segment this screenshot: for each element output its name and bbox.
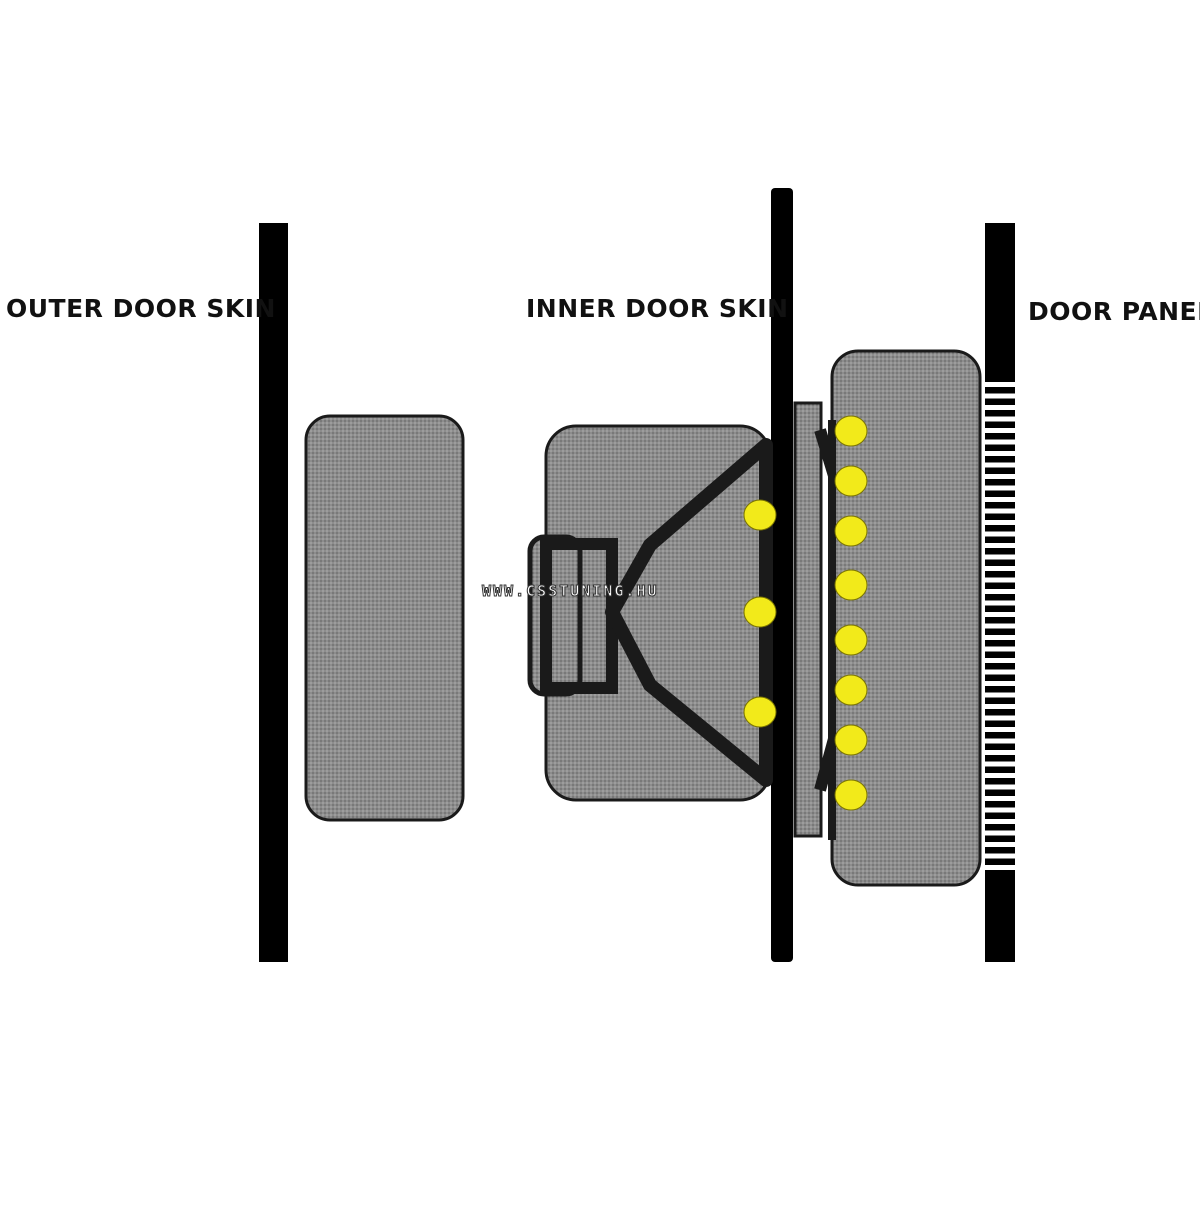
perforation-slot — [985, 738, 1015, 744]
perforation-slot — [985, 531, 1015, 537]
perforation-slot — [985, 635, 1015, 640]
fastener-dot — [834, 569, 868, 601]
fastener-dot — [834, 624, 868, 656]
fasteners — [743, 415, 868, 811]
perforation-slot — [985, 669, 1015, 675]
fastener-dot — [834, 465, 868, 497]
perforation-slot — [985, 393, 1015, 399]
perforation-slot — [985, 543, 1015, 548]
perforation-slot — [985, 750, 1015, 755]
perforation-slot — [985, 428, 1015, 433]
outer-door-skin-label: OUTER DOOR SKIN — [6, 294, 276, 323]
fastener-dot — [834, 779, 868, 811]
perforation-slot — [985, 681, 1015, 686]
watermark-text: WWW.CSSTUNING.HU — [482, 582, 659, 601]
fastener-dot — [834, 515, 868, 547]
fastener-dot — [834, 415, 868, 447]
perforation-slot — [985, 508, 1015, 514]
door-panel-perforations — [985, 382, 1015, 870]
fastener-dot — [743, 696, 777, 728]
perforation-slot — [985, 416, 1015, 422]
speaker-magnet — [527, 534, 583, 697]
perforation-slot — [985, 692, 1015, 698]
perforation-slot — [985, 784, 1015, 790]
perforation-slot — [985, 497, 1015, 502]
perforation-slot — [985, 807, 1015, 813]
perforation-slot — [985, 474, 1015, 479]
perforation-slot — [985, 554, 1015, 560]
perforation-slot — [985, 704, 1015, 709]
perforation-slot — [985, 405, 1015, 410]
perforation-slot — [985, 796, 1015, 801]
outer-foam-block — [304, 414, 465, 822]
outer-door-skin-wall — [259, 223, 288, 962]
mounting-ring — [793, 401, 823, 838]
perforation-slot — [985, 646, 1015, 652]
inner-door-skin-wall — [771, 188, 793, 962]
perforation-slot — [985, 451, 1015, 456]
perforation-slot — [985, 658, 1015, 663]
perforation-slot — [985, 439, 1015, 445]
perforation-slot — [985, 715, 1015, 721]
perforation-slot — [985, 577, 1015, 583]
perforation-slot — [985, 520, 1015, 525]
perforation-slot — [985, 589, 1015, 594]
perforation-slot — [985, 865, 1015, 870]
fastener-dot — [743, 499, 777, 531]
perforation-slot — [985, 761, 1015, 767]
perforation-slot — [985, 853, 1015, 859]
perforation-slot — [985, 462, 1015, 468]
perforation-slot — [985, 485, 1015, 491]
fastener-dot — [834, 724, 868, 756]
perforation-slot — [985, 566, 1015, 571]
perforation-slot — [985, 623, 1015, 629]
fastener-dot — [743, 596, 777, 628]
perforation-slot — [985, 600, 1015, 606]
fastener-dot — [834, 674, 868, 706]
door-panel-label: DOOR PANEL — [1028, 297, 1200, 326]
perforation-slot — [985, 773, 1015, 778]
inner-door-skin-label: INNER DOOR SKIN — [526, 294, 789, 323]
perforation-slot — [985, 830, 1015, 836]
perforation-slot — [985, 382, 1015, 387]
perforation-slot — [985, 727, 1015, 732]
perforation-slot — [985, 842, 1015, 847]
perforation-slot — [985, 819, 1015, 824]
perforation-slot — [985, 612, 1015, 617]
